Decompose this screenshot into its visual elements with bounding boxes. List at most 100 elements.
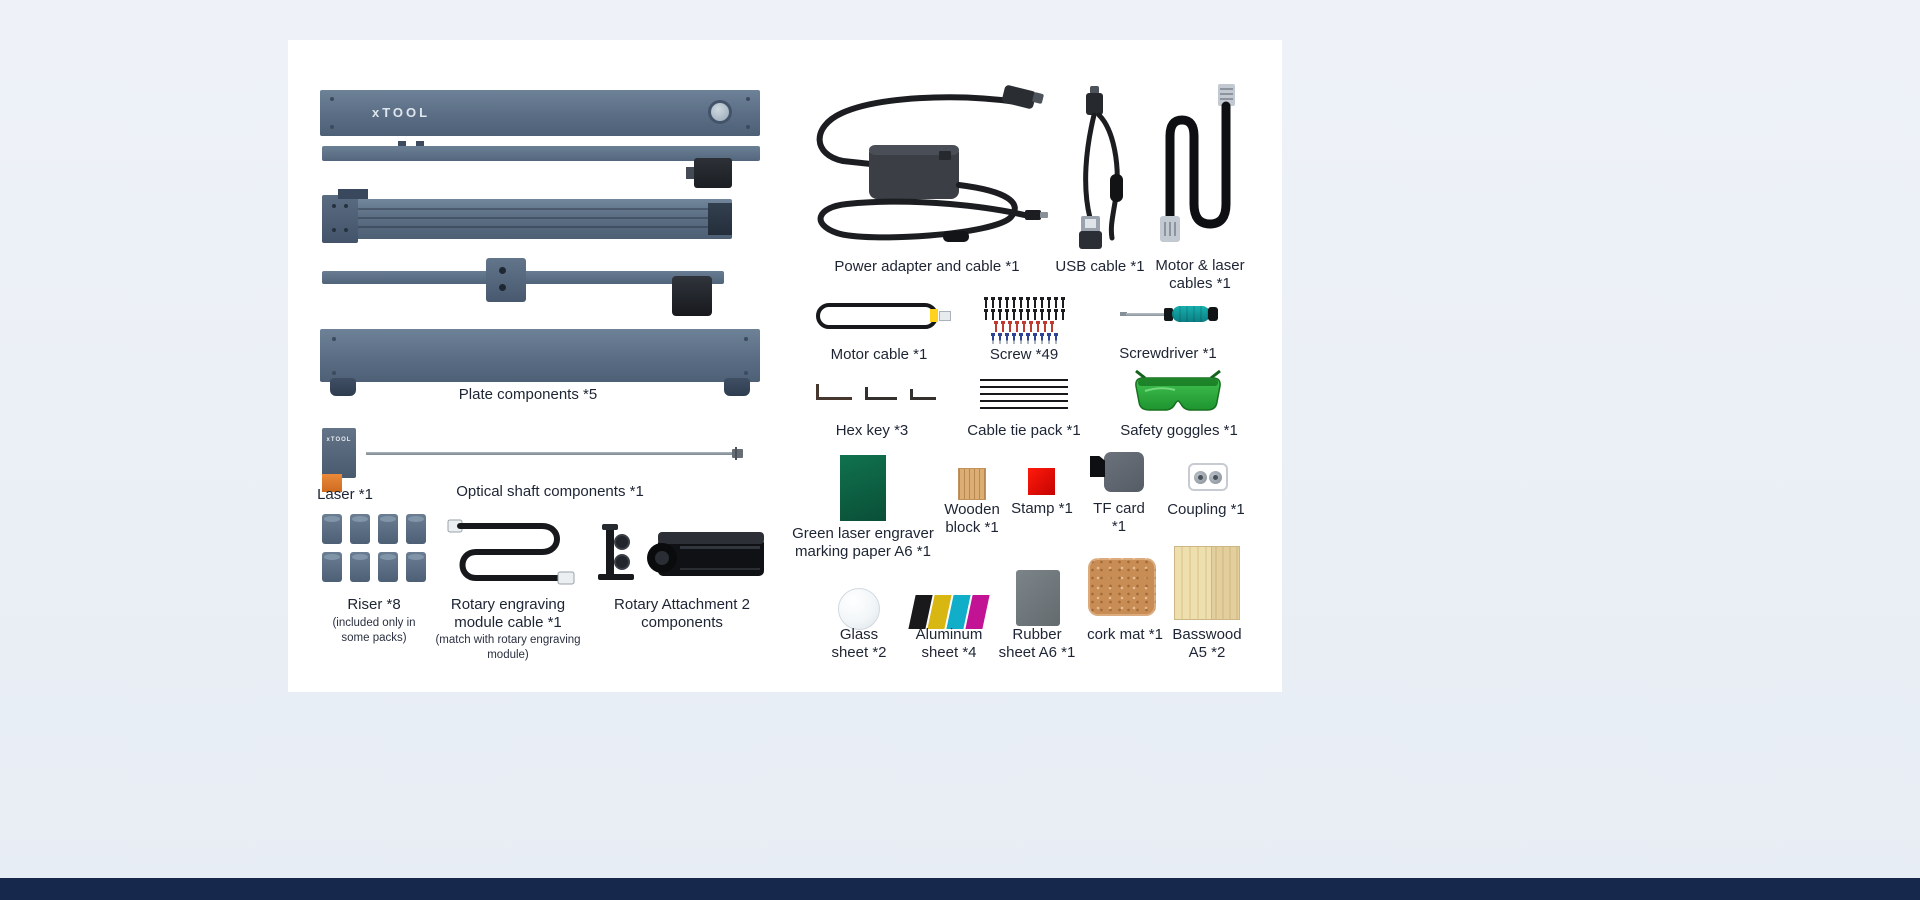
screw-icon (1004, 333, 1009, 344)
plate-top-panel: xTOOL (320, 90, 760, 136)
screw-icon (997, 333, 1002, 344)
rail-mount-nubs (398, 141, 406, 146)
hex-key-label: Hex key *3 (835, 422, 909, 439)
screw-icon (1039, 333, 1044, 344)
stepper-motor (672, 276, 712, 316)
base-foot-right (724, 378, 750, 396)
hex-key-icon (865, 387, 897, 400)
basswood-label: Basswood A5 *2 (1172, 626, 1242, 661)
laser-module: xTOOL (322, 428, 358, 494)
glass-sheet-illustration (838, 588, 880, 630)
rotary-cable-illustration (447, 519, 575, 585)
riser-note: (included only in some packs) (332, 617, 416, 644)
optical-shaft-connector (732, 447, 743, 460)
screw-icon (1032, 297, 1037, 308)
stepper-motor (686, 158, 732, 188)
riser-label: Riser *8 (347, 596, 401, 613)
rotary-cable-label: Rotary engraving module cable *1 (450, 596, 566, 631)
coupling-illustration (1188, 463, 1228, 491)
optical-shaft-label: Optical shaft components *1 (456, 483, 644, 500)
screwdriver-cap (1208, 307, 1218, 321)
screw-row-black (982, 297, 1066, 308)
screwdriver-tip (1120, 312, 1127, 316)
screw-icon (1018, 333, 1023, 344)
screw-icon (994, 321, 998, 332)
screw-icon (990, 297, 995, 308)
screw-icon (997, 309, 1002, 320)
screw-icon (1053, 333, 1058, 344)
screwdriver-collar (1164, 308, 1173, 321)
motor-laser-cables-illustration (1160, 84, 1235, 242)
riser-cylinder (322, 552, 342, 582)
rail-top-block (338, 189, 368, 199)
laser-body (322, 428, 356, 478)
screw-icon (1053, 309, 1058, 320)
screw-dots (330, 97, 334, 101)
screw-icon (1004, 309, 1009, 320)
cork-mat-illustration (1088, 558, 1156, 616)
screw-icon (1018, 297, 1023, 308)
coupling-label: Coupling *1 (1167, 501, 1245, 518)
screw-icon (1015, 321, 1019, 332)
laser-nozzle (322, 474, 342, 492)
screwdriver-label: Screwdriver *1 (1119, 345, 1217, 362)
rubber-sheet-label: Rubber sheet A6 *1 (998, 626, 1076, 661)
riser-cylinder (378, 552, 398, 582)
stamp-label: Stamp *1 (1011, 500, 1073, 517)
screw-icon (1060, 309, 1065, 320)
plate-rail-3 (322, 189, 732, 243)
screw-icon (1050, 321, 1054, 332)
bottom-bar (0, 878, 1920, 900)
tf-card-label: TF card *1 (1093, 500, 1145, 535)
coupler-icon (1209, 470, 1222, 484)
screw-icon (1053, 297, 1058, 308)
marking-paper-label: Green laser engraver marking paper A6 *1 (792, 525, 934, 560)
screw-icon (1036, 321, 1040, 332)
riser-cylinder (322, 514, 342, 544)
screw-icon (983, 309, 988, 320)
plate-base (320, 329, 760, 396)
screw-icon (1046, 333, 1051, 344)
riser-cylinder (378, 514, 398, 544)
wooden-block-illustration (958, 468, 986, 500)
safety-goggles-illustration (1135, 370, 1221, 411)
riser-cylinder (406, 552, 426, 582)
motor-cable-label: Motor cable *1 (830, 346, 928, 363)
stamp-illustration (1028, 468, 1055, 495)
motor-cable-illustration (816, 303, 951, 329)
screw-icon (1025, 309, 1030, 320)
plate-rail-2 (322, 141, 760, 188)
riser-cylinder (350, 514, 370, 544)
rotary-attachment-illustration (598, 524, 764, 580)
screw-icon (1032, 309, 1037, 320)
yellow-band (930, 309, 938, 322)
safety-goggles-label: Safety goggles *1 (1120, 422, 1238, 439)
cork-mat-label: cork mat *1 (1087, 626, 1163, 643)
rail-end-plate (322, 195, 358, 243)
screwdriver-handle (1172, 306, 1210, 322)
screwdriver-illustration (1120, 305, 1218, 323)
screw-icon (997, 297, 1002, 308)
screw-label: Screw *49 (989, 346, 1059, 363)
screw-icon (1001, 321, 1005, 332)
screw-icon (1022, 321, 1026, 332)
screw-icon (1043, 321, 1047, 332)
screw-icon (1025, 297, 1030, 308)
usb-cable-label: USB cable *1 (1055, 258, 1145, 275)
screw-icon (1011, 297, 1016, 308)
screw-icon (1032, 333, 1037, 344)
optical-shaft (366, 452, 738, 455)
aluminum-sheet-illustration (908, 595, 990, 629)
basswood-illustration (1174, 544, 1240, 622)
plate-components-label: Plate components *5 (458, 386, 598, 403)
rail-end-block (708, 203, 732, 235)
screw-icon (1004, 297, 1009, 308)
laser-label: Laser *1 (317, 486, 373, 503)
power-adapter-illustration (816, 85, 1048, 242)
screw-icon (1046, 309, 1051, 320)
screw-icon (1008, 321, 1012, 332)
usb-cable-illustration (1079, 86, 1123, 249)
tf-card-adapter (1104, 452, 1144, 492)
screw-row-blue (982, 333, 1066, 344)
screw-icon (983, 297, 988, 308)
